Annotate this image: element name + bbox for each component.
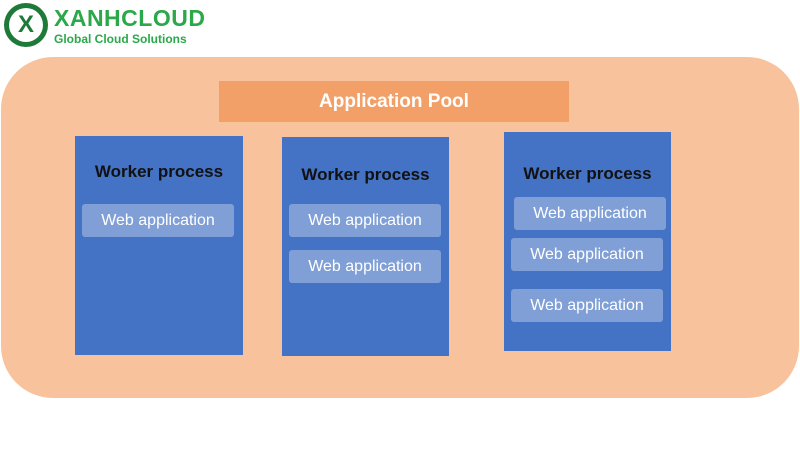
web-application-box: Web application bbox=[511, 238, 663, 271]
web-application-box: Web application bbox=[289, 204, 441, 237]
application-pool-label: Application Pool bbox=[219, 81, 569, 122]
worker-process-box: Worker process Web application Web appli… bbox=[282, 137, 449, 356]
worker-process-label: Worker process bbox=[94, 162, 224, 181]
web-application-box: Web application bbox=[511, 289, 663, 322]
web-application-box: Web application bbox=[289, 250, 441, 283]
worker-process-box: Worker process Web application Web appli… bbox=[504, 132, 671, 351]
web-application-box: Web application bbox=[514, 197, 666, 230]
logo-wordmark: XANHCLOUD bbox=[54, 5, 206, 31]
worker-process-label: Worker process bbox=[301, 165, 430, 184]
brand-logo: X XANHCLOUD Global Cloud Solutions bbox=[4, 3, 206, 47]
logo-badge-letter: X bbox=[9, 8, 43, 42]
worker-process-label: Worker process bbox=[523, 164, 652, 183]
worker-process-box: Worker process Web application bbox=[75, 136, 243, 355]
web-application-box: Web application bbox=[82, 204, 234, 237]
x-badge-icon: X bbox=[4, 3, 48, 47]
logo-tagline: Global Cloud Solutions bbox=[54, 32, 187, 46]
